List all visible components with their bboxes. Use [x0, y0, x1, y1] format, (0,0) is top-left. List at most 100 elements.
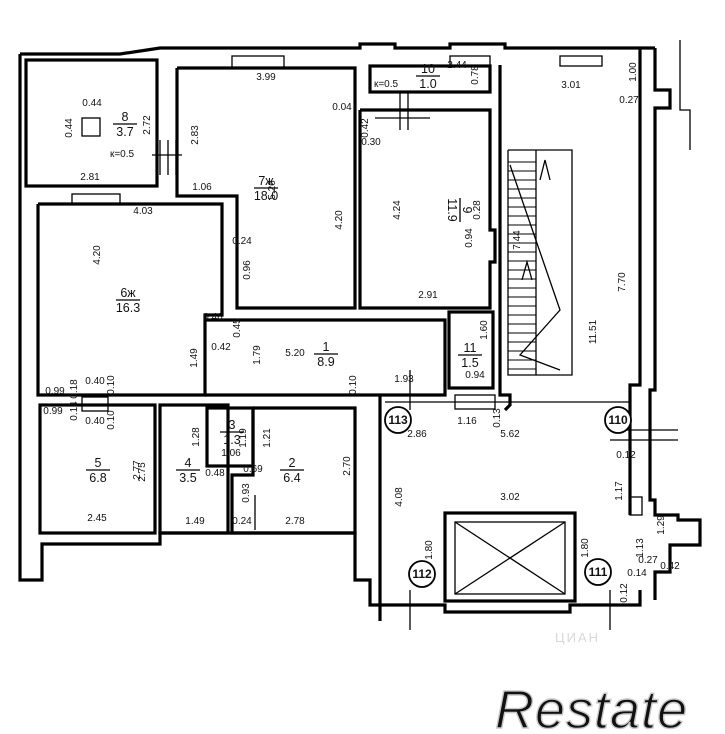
dimension-label: 1.00 [628, 62, 639, 82]
room-number: 10 [421, 62, 435, 76]
window-4 [559, 55, 603, 67]
dimension-label: 0.13 [492, 408, 503, 428]
room-5-walls [38, 403, 157, 535]
dimension-label: 0.94 [465, 370, 485, 381]
dimension-label: 0.14 [627, 568, 647, 579]
room-6-walls [36, 202, 224, 397]
room-area: 11.9 [445, 198, 459, 221]
room-9-walls [358, 108, 497, 310]
walls [18, 40, 702, 621]
dimension-label: 1.49 [189, 348, 200, 368]
dimension-label: 7.70 [617, 272, 628, 292]
marker-number: 113 [388, 413, 408, 427]
dimension-label: 2.70 [342, 456, 353, 476]
room-number: 5 [95, 456, 102, 470]
dimension-label: 0.42 [211, 342, 231, 353]
marker-circle [384, 406, 412, 434]
dimension-label: 0.78 [470, 65, 481, 85]
dimension-label: 1.29 [656, 515, 667, 535]
jamb-2 [454, 394, 496, 410]
unit-markers: 113 110 112 111 [384, 406, 632, 588]
dimension-label: 0.69 [243, 464, 263, 475]
room-area: 6.4 [283, 471, 300, 485]
room-number: 7ж [258, 174, 274, 188]
dimension-label: 1.19 [238, 428, 249, 448]
room-area: 1.0 [419, 77, 436, 91]
fixture-square [81, 117, 101, 137]
dimension-label: 11.51 [588, 319, 599, 344]
dimension-label: 0.96 [242, 260, 253, 280]
dimension-label: 0.45 [232, 318, 243, 338]
dimension-label: 0.12 [619, 583, 630, 603]
dimension-label: 3.99 [256, 72, 276, 83]
dimension-label: 0.44 [82, 98, 102, 109]
room-number: 9 [460, 207, 474, 214]
stair-up-arrow-icon [539, 159, 551, 181]
room-label-2: 26.4 [280, 456, 304, 485]
dimension-label: 2.86 [407, 429, 427, 440]
dimension-label: 2.44 [447, 60, 467, 71]
dimension-label: 4.24 [392, 200, 403, 220]
room-area: 8.9 [317, 355, 334, 369]
marker-112: 112 [408, 560, 436, 588]
marker-110: 110 [604, 406, 632, 434]
room-1-walls [205, 318, 447, 397]
dimension-label: 0.10 [348, 375, 359, 395]
room-number: 4 [185, 456, 192, 470]
room-8-walls [24, 58, 159, 188]
room-number: 2 [289, 456, 296, 470]
dimension-label: 0.10 [106, 375, 117, 395]
window-1 [231, 55, 285, 69]
dimension-label: 2.72 [142, 115, 153, 135]
dimension-label: 0.94 [464, 228, 475, 248]
room-11-walls [447, 310, 495, 390]
outer-wall-east [648, 48, 702, 600]
marker-111: 111 [584, 558, 612, 586]
dimension-label: 0.27 [638, 555, 658, 566]
dimension-label: 0.12 [616, 450, 636, 461]
dimension-label: 1.79 [252, 345, 263, 365]
room-label-9: 911.9 [445, 198, 474, 222]
room-area: 1.3 [223, 433, 240, 447]
dimension-label: 0.10 [106, 410, 117, 430]
dimension-label: 5.26 [267, 180, 278, 200]
dimension-label: 4.03 [133, 206, 153, 217]
elevator-shaft [443, 511, 577, 603]
dimension-label: 2.75 [137, 462, 148, 482]
dimension-label: 1.06 [192, 182, 212, 193]
dimension-label: 1.80 [424, 540, 435, 560]
dimension-label: 1.28 [191, 427, 202, 447]
jamb-3 [629, 496, 643, 516]
room-label-10: 101.0 [416, 62, 440, 91]
room-label-8: 83.7 [113, 110, 137, 139]
elevator-cabin [454, 521, 566, 595]
dimension-label: 1.21 [262, 428, 273, 448]
dimension-label: 0.48 [205, 468, 225, 479]
room-label-1: 18.9 [314, 340, 338, 369]
dimension-label: 0.42 [660, 561, 680, 572]
room-7-walls [175, 66, 357, 310]
dimension-label: 0.93 [241, 483, 252, 503]
dimension-label: 2.91 [418, 290, 438, 301]
dimension-label: 0.18 [69, 379, 80, 399]
jamb-1 [81, 396, 109, 412]
room-area: 3.5 [179, 471, 196, 485]
watermark-site: ЦИАН [555, 630, 600, 645]
room-area: 3.7 [116, 125, 133, 139]
dimension-label: 1.93 [394, 374, 414, 385]
dimension-label: 4.08 [394, 487, 405, 507]
marker-113: 113 [384, 406, 412, 434]
east-thin [679, 40, 691, 150]
dimension-label: к=0.5 [110, 149, 135, 160]
room-number: 11 [464, 341, 477, 355]
marker-circle [408, 560, 436, 588]
dimension-label: 0.99 [43, 406, 63, 417]
window-3 [449, 55, 491, 67]
room-number: 1 [323, 340, 330, 354]
dimension-label: 0.44 [64, 118, 75, 138]
dimension-label: 2.81 [80, 172, 100, 183]
dimension-label: 2.83 [190, 125, 201, 145]
dimension-label: 0.42 [360, 118, 371, 138]
